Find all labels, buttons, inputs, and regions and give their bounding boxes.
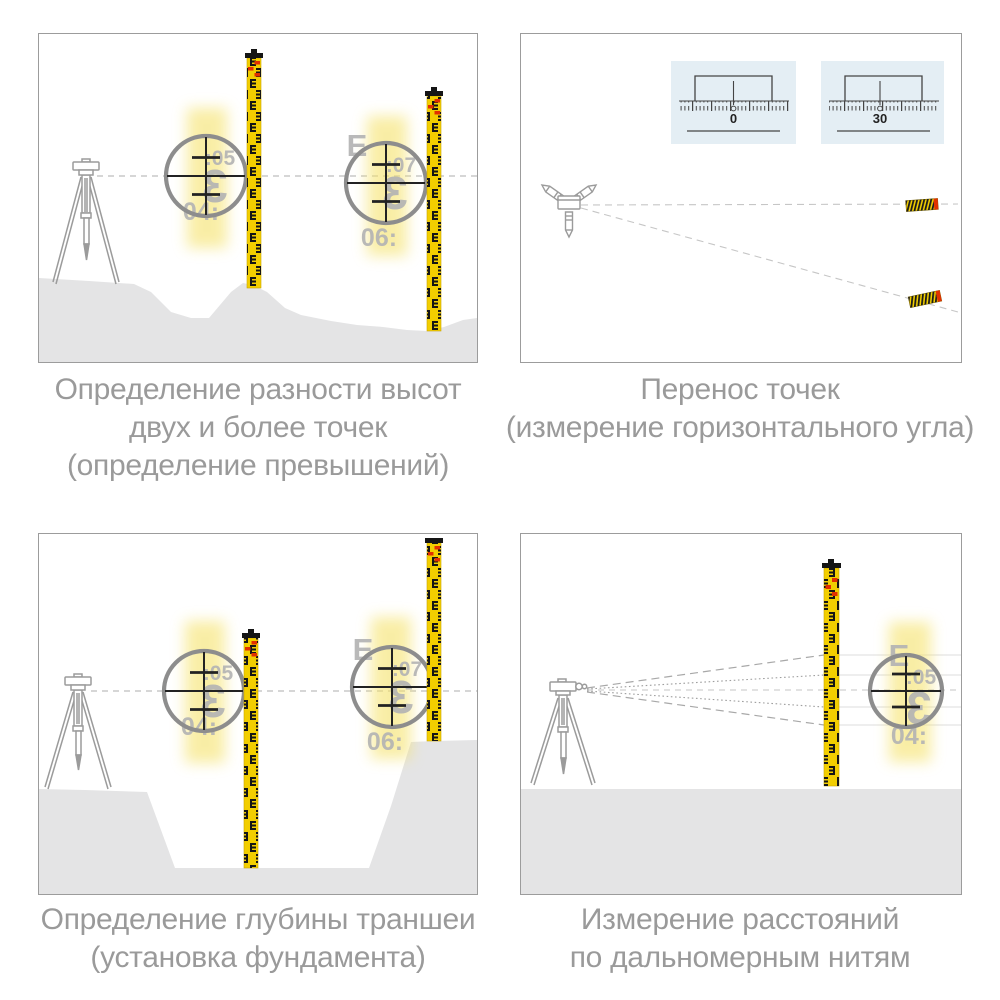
leveling-staff [242, 629, 260, 869]
telescope-reticle [343, 140, 429, 226]
caption-line: двух и более точек [128, 411, 388, 444]
svg-text:06:: 06: [361, 224, 397, 252]
scale-reading: 30 [873, 111, 887, 126]
telescope-reticle [163, 133, 249, 219]
staff-top-view [907, 289, 943, 309]
telescope-reticle [349, 644, 435, 730]
ground [39, 278, 477, 362]
angle-scale-readout: 0 [671, 61, 796, 144]
leveling-staff [425, 87, 443, 332]
svg-text:06:: 06: [367, 728, 403, 756]
svg-text::07: :07 [392, 658, 422, 681]
ground [521, 789, 961, 894]
tripod-level-icon [530, 678, 596, 786]
telescope-reticle [867, 652, 945, 730]
telescope-reticle [161, 648, 247, 734]
svg-text:E: E [347, 128, 368, 163]
sight-line [580, 203, 959, 206]
ground-with-trench [39, 740, 477, 894]
caption-line: Определение глубины траншеи [40, 903, 476, 936]
panel-trench-depth: :05 3 04: E :07 3 06: [38, 533, 478, 895]
level-top-view-icon [540, 184, 598, 239]
svg-text::05: :05 [203, 662, 234, 685]
caption-stadia-distance: Измерение расстояний по дальномерным нит… [470, 901, 1000, 977]
panel-height-difference: :05 3 04: E :07 3 06: [38, 33, 478, 363]
panel-stadia-distance-drawing: E :05 3 04: [521, 559, 961, 894]
panel-trench-depth-drawing: :05 3 04: E :07 3 06: [39, 538, 477, 894]
panel-point-transfer: 0 30 [520, 33, 962, 363]
panel-height-difference-drawing: :05 3 04: E :07 3 06: [39, 49, 477, 362]
caption-line: (определение превышений) [66, 449, 450, 482]
angle-scale-readout: 30 [821, 61, 944, 144]
caption-point-transfer: Перенос точек (измерение горизонтального… [470, 371, 1000, 447]
panel-point-transfer-drawing: 0 30 [540, 61, 959, 313]
caption-trench-depth: Определение глубины траншеи (установка ф… [18, 901, 498, 977]
leveling-staff [822, 559, 841, 787]
staff-top-view [905, 198, 939, 212]
stadia-sight-fan [586, 654, 825, 726]
leveling-staff [425, 538, 443, 742]
caption-line: Определение разности высот [54, 373, 462, 406]
leveling-staff [245, 49, 263, 289]
svg-text::07: :07 [386, 154, 416, 177]
tripod-level-icon [52, 158, 120, 285]
sight-line [580, 207, 959, 313]
panel-stadia-distance: E :05 3 04: [520, 533, 962, 895]
tripod-level-icon [44, 673, 112, 790]
caption-line: Перенос точек [640, 373, 840, 406]
svg-text::05: :05 [906, 666, 937, 689]
caption-line: по дальномерным нитям [569, 941, 911, 974]
scale-reading: 0 [730, 111, 737, 126]
caption-line: (измерение горизонтального угла) [505, 411, 975, 444]
svg-text:E: E [353, 632, 374, 667]
caption-line: (установка фундамента) [90, 941, 426, 974]
svg-text::05: :05 [205, 147, 236, 170]
caption-height-difference: Определение разности высот двух и более … [18, 371, 498, 485]
caption-line: Измерение расстояний [580, 903, 900, 936]
